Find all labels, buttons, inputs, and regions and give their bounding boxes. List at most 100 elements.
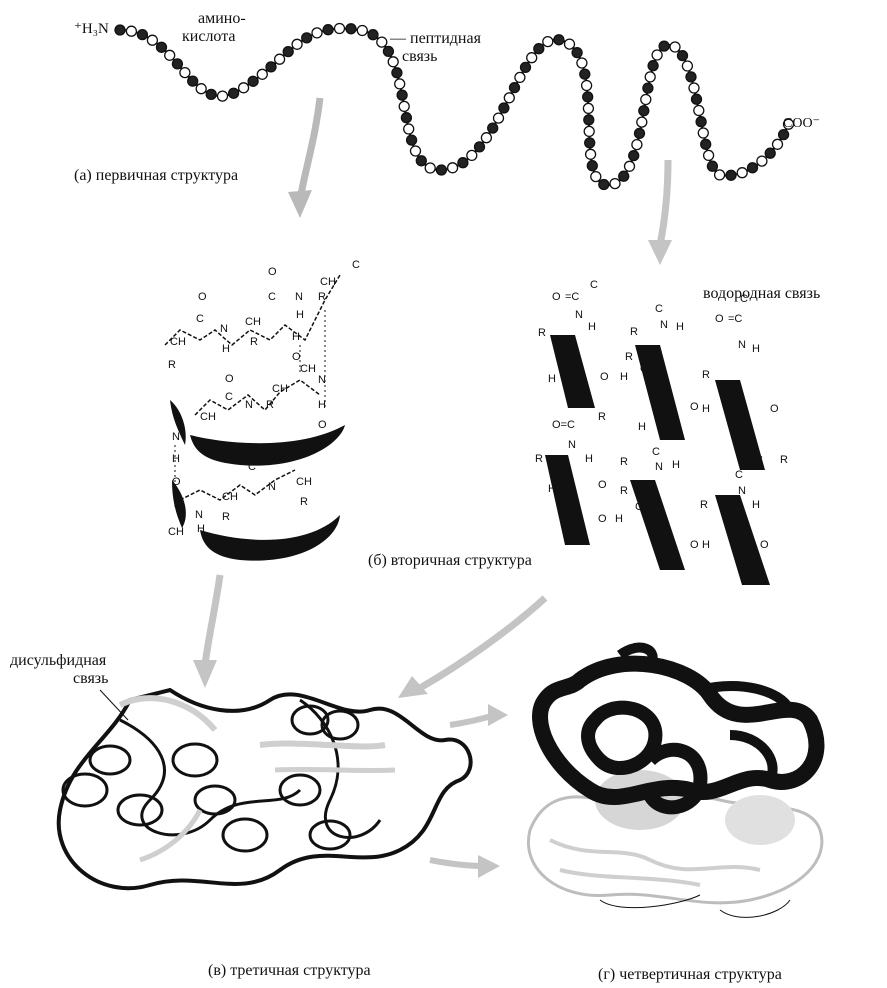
amino-acid-bead: [632, 140, 642, 150]
amino-acid-bead: [584, 126, 594, 136]
amino-acid-bead: [707, 161, 717, 171]
amino-acid-bead: [765, 148, 775, 158]
arrow-sheet-to-tertiary: [398, 598, 545, 698]
amino-acid-bead: [565, 39, 575, 49]
svg-text:R: R: [625, 351, 633, 363]
n-terminus-label: ⁺H₃N: [74, 20, 109, 38]
svg-text:N: N: [268, 481, 276, 493]
svg-text:O: O: [318, 419, 327, 431]
amino-acid-bead: [586, 149, 596, 159]
arrow-primary-to-helix: [288, 98, 320, 218]
amino-acid-bead: [392, 68, 402, 78]
amino-acid-bead: [397, 90, 407, 100]
amino-acid-bead: [534, 44, 544, 54]
svg-text:CH: CH: [272, 383, 288, 395]
amino-acid-bead: [694, 106, 704, 116]
amino-acid-bead: [335, 24, 345, 34]
svg-text:O: O: [760, 539, 769, 551]
svg-text:N: N: [655, 461, 663, 473]
svg-text:O: O: [598, 479, 607, 491]
svg-text:CH: CH: [168, 526, 184, 538]
svg-text:CH: CH: [170, 336, 186, 348]
svg-text:R: R: [620, 485, 628, 497]
amino-acid-bead: [467, 150, 477, 160]
primary-chain-icon: [115, 24, 794, 190]
amino-acid-bead: [196, 84, 206, 94]
svg-text:H: H: [620, 371, 628, 383]
arrow-tertiary-to-quaternary: [430, 704, 508, 878]
amino-acid-bead: [239, 83, 249, 93]
svg-text:CH: CH: [200, 411, 216, 423]
amino-acid-bead: [726, 170, 736, 180]
c-terminus-label: COO⁻: [783, 115, 820, 133]
svg-text:O: O: [715, 313, 724, 325]
svg-text:N: N: [220, 323, 228, 335]
amino-acid-bead: [137, 30, 147, 40]
amino-acid-bead: [165, 50, 175, 60]
amino-acid-bead: [757, 156, 767, 166]
amino-acid-bead: [599, 180, 609, 190]
amino-acid-bead: [475, 142, 485, 152]
amino-acid-bead: [527, 53, 537, 63]
svg-text:N: N: [172, 431, 180, 443]
amino-acid-bead: [248, 76, 258, 86]
amino-acid-bead: [115, 25, 125, 35]
amino-acid-bead: [619, 171, 629, 181]
svg-text:C: C: [735, 469, 743, 481]
amino-acid-bead: [610, 179, 620, 189]
amino-acid-bead: [678, 51, 688, 61]
amino-acid-bead: [275, 54, 285, 64]
svg-text:H: H: [548, 483, 556, 495]
alpha-helix-icon: O C N H CH R O C N H CH C R CH R H O O C…: [165, 259, 360, 561]
amino-acid-bead: [637, 117, 647, 127]
svg-text:CH: CH: [320, 276, 336, 288]
amino-acid-bead: [696, 117, 706, 127]
amino-acid-bead: [635, 128, 645, 138]
svg-text:H: H: [702, 403, 710, 415]
svg-text:N: N: [738, 339, 746, 351]
amino-acid-bead: [639, 106, 649, 116]
tertiary-structure-label: (в) третичная структура: [208, 962, 371, 980]
amino-acid-bead: [698, 128, 708, 138]
svg-text:C: C: [635, 501, 643, 513]
amino-acid-bead: [346, 24, 356, 34]
amino-acid-bead: [425, 163, 435, 173]
svg-text:R: R: [318, 291, 326, 303]
svg-text:R: R: [266, 399, 274, 411]
amino-acid-bead: [510, 83, 520, 93]
svg-text:N: N: [568, 439, 576, 451]
svg-text:CH: CH: [296, 476, 312, 488]
amino-acid-bead: [583, 92, 593, 102]
svg-text:N: N: [575, 309, 583, 321]
amino-acid-bead: [659, 41, 669, 51]
svg-text:CH: CH: [300, 363, 316, 375]
amino-acid-bead: [670, 42, 680, 52]
svg-text:H: H: [172, 453, 180, 465]
svg-text:H: H: [548, 373, 556, 385]
svg-text:H: H: [752, 343, 760, 355]
svg-text:C: C: [655, 303, 663, 315]
amino-acid-bead: [147, 35, 157, 45]
amino-acid-bead: [689, 83, 699, 93]
amino-acid-bead: [302, 33, 312, 43]
amino-acid-label-line1: амино-: [198, 10, 246, 28]
amino-acid-bead: [748, 163, 758, 173]
amino-acid-bead: [582, 81, 592, 91]
svg-text:H: H: [638, 421, 646, 433]
amino-acid-bead: [580, 69, 590, 79]
svg-text:R: R: [630, 326, 638, 338]
amino-acid-label-line2: кислота: [182, 28, 236, 46]
amino-acid-bead: [704, 150, 714, 160]
amino-acid-bead: [368, 30, 378, 40]
svg-text:H: H: [222, 343, 230, 355]
amino-acid-bead: [652, 50, 662, 60]
amino-acid-bead: [682, 61, 692, 71]
amino-acid-bead: [585, 138, 595, 148]
amino-acid-bead: [257, 69, 267, 79]
svg-text:N: N: [195, 509, 203, 521]
amino-acid-bead: [323, 25, 333, 35]
svg-text:R: R: [780, 454, 788, 466]
arrow-helix-to-tertiary: [193, 575, 220, 688]
svg-text:=C: =C: [565, 291, 579, 303]
svg-text:R: R: [300, 496, 308, 508]
